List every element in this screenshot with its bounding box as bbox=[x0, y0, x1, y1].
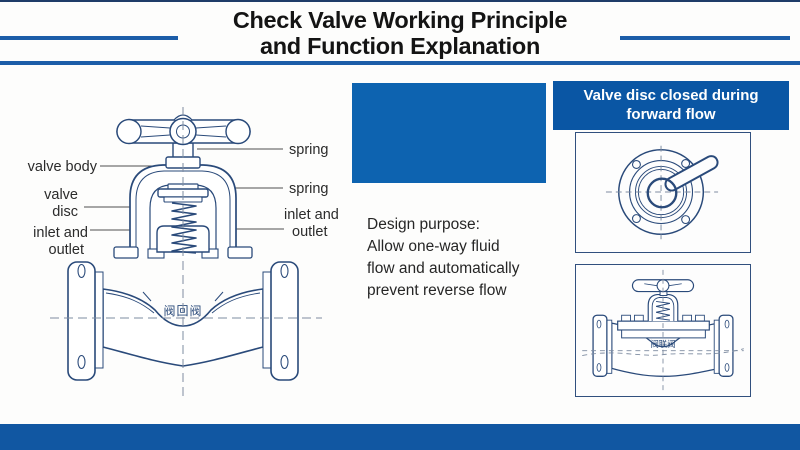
label-valve-body: valve body bbox=[28, 159, 98, 175]
crosshair-centerlines bbox=[605, 145, 719, 240]
title-line-1: Check Valve Working Principle bbox=[232, 7, 568, 33]
valve-side-view-box: 阀联阀 bbox=[575, 264, 751, 397]
leader-lines bbox=[84, 148, 284, 231]
side-view-body bbox=[592, 279, 734, 377]
spring-coil bbox=[171, 202, 197, 254]
right-panel-header: Valve disc closed during forward flow bbox=[553, 81, 789, 130]
flange-right bbox=[270, 261, 299, 381]
label-valve-disc-line2: disc bbox=[52, 204, 78, 220]
label-spring-top: spring bbox=[289, 142, 329, 158]
valve-disc-front bbox=[646, 177, 678, 209]
valve-lever bbox=[664, 155, 719, 192]
label-inlet-outlet-left-line1: inlet and bbox=[33, 225, 88, 241]
title-underline-left bbox=[0, 36, 178, 40]
flange-right bbox=[718, 314, 734, 377]
header-divider-line bbox=[0, 61, 800, 65]
valve-body-outline bbox=[67, 261, 299, 381]
flange-left bbox=[592, 314, 608, 377]
top-border-line bbox=[0, 0, 800, 2]
flow-image-placeholder bbox=[352, 83, 546, 183]
flange-left bbox=[67, 261, 96, 381]
valve-front-view-box bbox=[575, 132, 751, 253]
label-inlet-outlet-right-line2: outlet bbox=[292, 224, 327, 240]
valve-side-view-drawing: 阀联阀 bbox=[582, 269, 744, 393]
valve-front-view-drawing bbox=[605, 145, 719, 240]
label-inlet-outlet-right-line1: inlet and bbox=[284, 207, 339, 223]
title-underline-right bbox=[620, 36, 790, 40]
label-valve-disc-line1: valve bbox=[44, 187, 78, 203]
design-purpose-heading: Design purpose: bbox=[367, 216, 480, 233]
label-spring-middle: spring bbox=[289, 181, 329, 197]
valve-cross-section-diagram: 阀回阀 valve body valve disc inlet and outl… bbox=[28, 107, 339, 398]
page-title: Check Valve Working Principle and Functi… bbox=[0, 7, 800, 59]
right-header-line-2: forward flow bbox=[626, 106, 716, 123]
side-centerlines bbox=[582, 269, 744, 393]
design-purpose-line: prevent reverse flow bbox=[367, 282, 507, 299]
centerlines bbox=[50, 107, 322, 398]
design-purpose-text: Design purpose: Allow one-way fluid flow… bbox=[367, 214, 545, 302]
design-purpose-line: Allow one-way fluid bbox=[367, 238, 500, 255]
title-line-2: and Function Explanation bbox=[259, 33, 541, 59]
handwheel bbox=[116, 114, 251, 146]
right-header-line-1: Valve disc closed during bbox=[583, 87, 759, 104]
design-purpose-line: flow and automatically bbox=[367, 260, 520, 277]
bottom-accent-bar bbox=[0, 424, 800, 450]
label-inlet-outlet-left-line2: outlet bbox=[49, 242, 84, 258]
